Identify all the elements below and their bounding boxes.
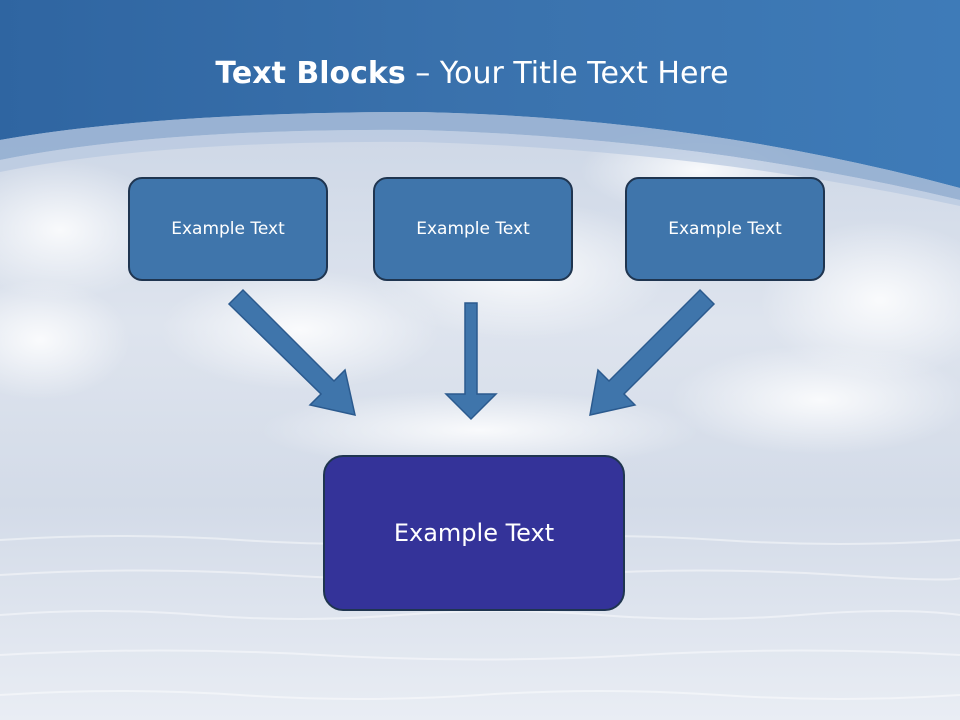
text-block-2-label: Example Text: [416, 219, 530, 239]
title-bold-part: Text Blocks: [215, 56, 406, 91]
text-block-3-label: Example Text: [668, 219, 782, 239]
title-rest: Your Title Text Here: [439, 56, 729, 91]
title-dash: –: [405, 56, 440, 91]
text-block-3: Example Text: [625, 177, 825, 281]
slide-title: Text Blocks – Your Title Text Here: [0, 52, 944, 96]
text-block-1-label: Example Text: [171, 219, 285, 239]
text-block-1: Example Text: [128, 177, 328, 281]
target-block-label: Example Text: [393, 519, 555, 547]
text-block-2: Example Text: [373, 177, 573, 281]
target-block: Example Text: [323, 455, 625, 611]
